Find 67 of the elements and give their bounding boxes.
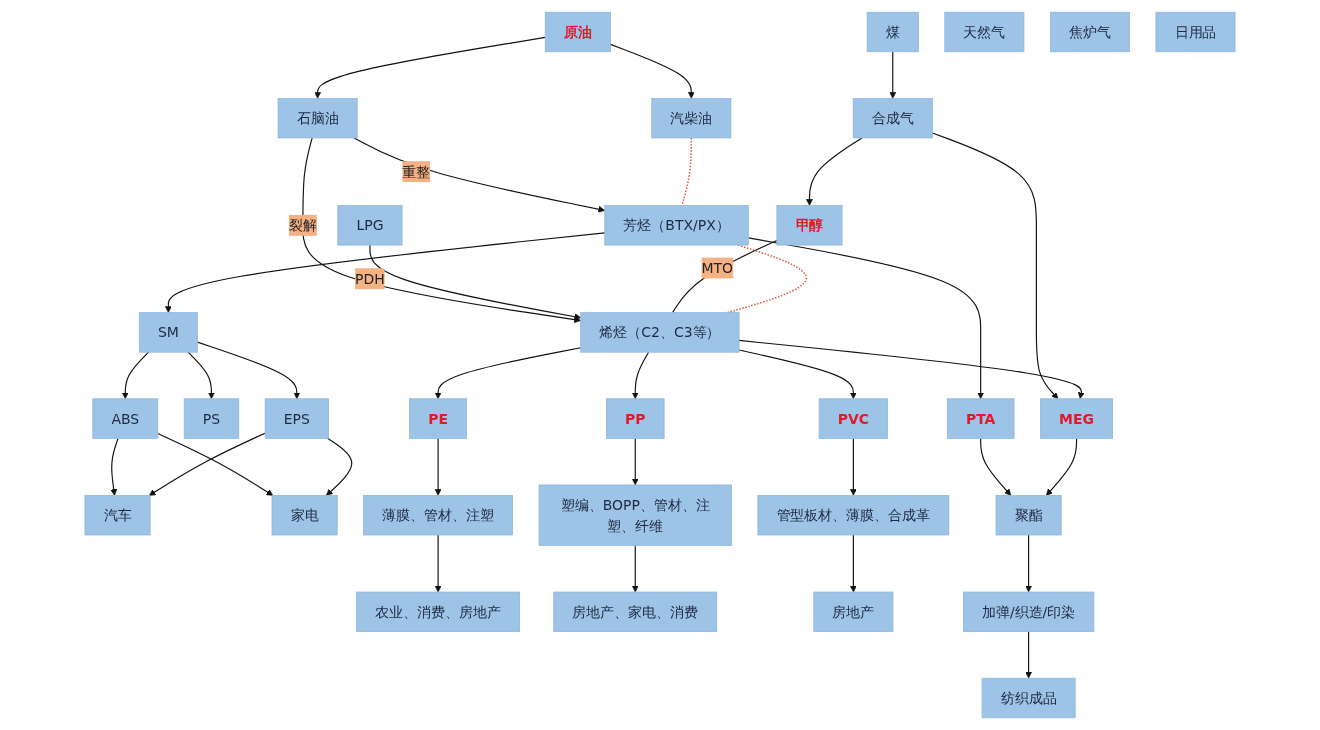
arrow — [196, 341, 301, 400]
node-box: MEG — [1040, 398, 1114, 439]
arrow — [738, 349, 857, 400]
arrow — [434, 347, 582, 400]
node-box: 加弹/织造/印染 — [962, 591, 1095, 632]
connector — [671, 239, 778, 314]
edge-label: MTO — [701, 259, 734, 277]
node-box: SM — [138, 312, 198, 353]
node-box: PS — [183, 398, 240, 439]
arrow — [980, 437, 1012, 496]
node-box: 汽柴油 — [651, 98, 732, 139]
arrow — [164, 232, 606, 313]
node-box: 塑编、BOPP、管材、注塑、纤维 — [538, 484, 732, 546]
arrow — [1025, 534, 1033, 593]
arrow — [434, 534, 442, 593]
node-box: PE — [409, 398, 467, 439]
node-box: 薄膜、管材、注塑 — [363, 495, 513, 536]
edge-label: 裂解 — [288, 217, 317, 234]
node-box: 芳烃（BTX/PX） — [604, 205, 749, 246]
arrow — [121, 351, 150, 400]
arrow — [806, 137, 863, 206]
arrow — [631, 437, 639, 486]
arrow — [889, 51, 897, 99]
arrow — [110, 437, 119, 496]
node-box: 管型板材、薄膜、合成革 — [757, 495, 950, 536]
node-box: 烯烃（C2、C3等） — [580, 312, 740, 353]
arrow — [747, 237, 985, 400]
node-box: 原油 — [544, 11, 611, 53]
arrow — [609, 43, 695, 99]
node-box: 焦炉气 — [1049, 11, 1130, 53]
arrow — [849, 534, 857, 593]
arrow — [314, 36, 546, 99]
arrow — [1025, 631, 1033, 679]
arrow — [302, 137, 582, 323]
node-box: 合成气 — [852, 98, 933, 139]
arrow — [631, 544, 639, 593]
node-box: 房地产 — [813, 591, 894, 632]
node-box: 家电 — [271, 495, 338, 536]
arrow — [353, 137, 606, 213]
node-box: PVC — [818, 398, 889, 439]
arrow — [434, 437, 442, 496]
node-box: 煤 — [866, 11, 919, 53]
node-box: 日用品 — [1155, 11, 1236, 53]
arrow — [849, 437, 857, 496]
connector — [681, 137, 693, 207]
arrow — [738, 339, 1085, 400]
node-box: PP — [606, 398, 665, 439]
arrow — [1046, 437, 1078, 496]
node-box: 农业、消费、房地产 — [356, 591, 520, 632]
node-box: EPS — [264, 398, 329, 439]
node-box: 石脑油 — [277, 98, 358, 139]
node-box: LPG — [337, 205, 403, 246]
arrow — [369, 244, 582, 320]
node-box: 聚酯 — [995, 495, 1062, 536]
node-box: 纺织成品 — [981, 677, 1076, 719]
node-box: PTA — [946, 398, 1015, 439]
node-box: 房地产、家电、消费 — [553, 591, 718, 632]
node-box: 天然气 — [944, 11, 1025, 53]
node-box: 甲醇 — [776, 205, 843, 246]
arrow — [187, 351, 215, 400]
node-box: ABS — [92, 398, 159, 439]
arrow — [931, 132, 1059, 400]
edge-label: PDH — [355, 270, 385, 287]
arrow — [631, 351, 650, 400]
node-box: 汽车 — [84, 495, 151, 536]
edge-label: 重整 — [402, 163, 431, 180]
arrow — [326, 437, 353, 496]
